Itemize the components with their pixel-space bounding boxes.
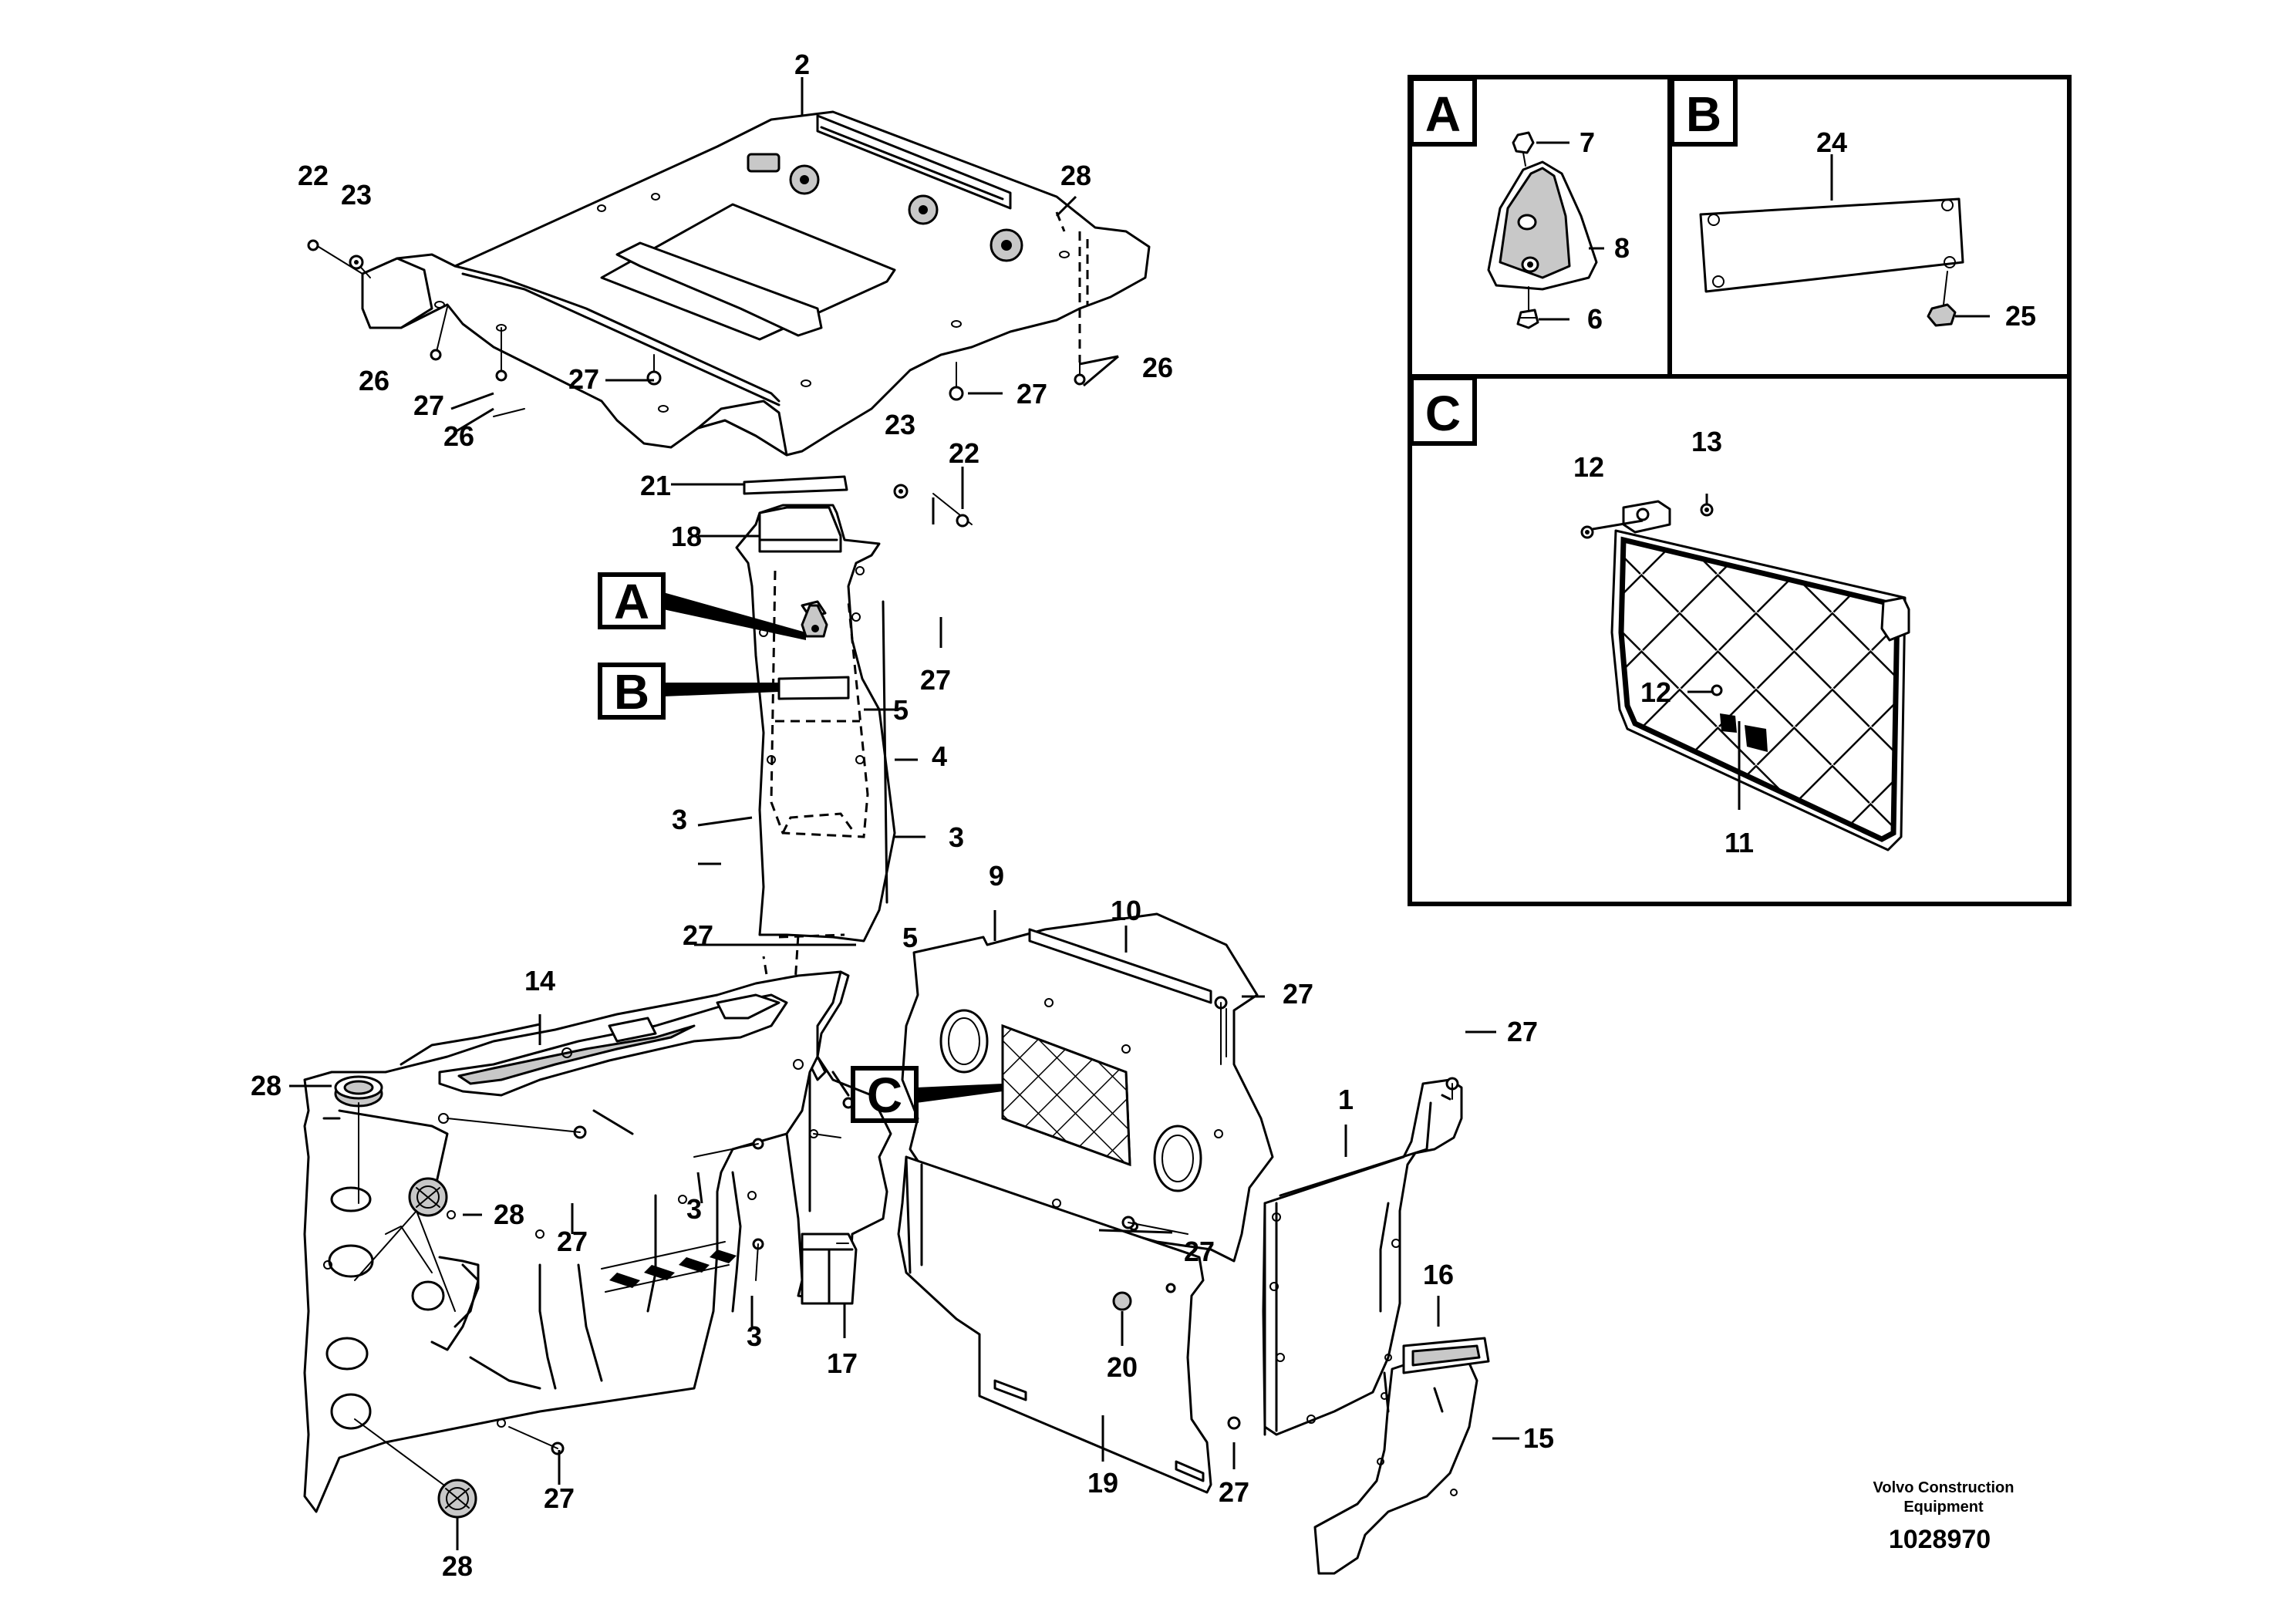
label-5: 5 xyxy=(893,694,909,726)
label-16: 16 xyxy=(1423,1259,1454,1290)
label-27: 27 xyxy=(1017,378,1047,410)
label-19: 19 xyxy=(1087,1467,1118,1499)
label-23: 23 xyxy=(885,409,915,440)
callout-a: A xyxy=(598,572,806,640)
label-28: 28 xyxy=(1060,160,1091,191)
label-3: 3 xyxy=(686,1193,702,1225)
label-23: 23 xyxy=(341,179,372,211)
label-21: 21 xyxy=(640,470,671,501)
label-3: 3 xyxy=(949,821,964,853)
label-27: 27 xyxy=(1184,1236,1215,1267)
footer-brand: Volvo Construction Equipment 1028970 xyxy=(1873,1479,2014,1554)
lower-panel xyxy=(897,1155,1212,1494)
left-side-panel xyxy=(303,970,842,1513)
callout-b: B xyxy=(598,663,779,720)
label-28: 28 xyxy=(442,1550,473,1582)
detail-c: C xyxy=(1409,376,1910,851)
lower-right-duct xyxy=(1313,1337,1490,1575)
roof-liner xyxy=(312,110,1151,525)
label-22: 22 xyxy=(949,437,979,469)
detail-a: A xyxy=(1409,76,1604,329)
label-27: 27 xyxy=(544,1482,575,1514)
label-26: 26 xyxy=(443,420,474,452)
label-28: 28 xyxy=(251,1070,282,1101)
label-27: 27 xyxy=(413,389,444,421)
callout-c: C xyxy=(851,1066,1003,1123)
label-13: 13 xyxy=(1691,426,1722,457)
label-12: 12 xyxy=(1573,451,1604,483)
right-pillar-trim xyxy=(1262,1078,1463,1436)
footer-line-1: Volvo Construction xyxy=(1873,1479,2014,1496)
label-6: 6 xyxy=(1587,303,1603,335)
label-28: 28 xyxy=(494,1199,524,1230)
part-numbers: 2 22 23 28 26 27 26 27 27 26 23 22 21 18… xyxy=(251,49,2036,1582)
detail-b-letter: B xyxy=(1686,86,1721,142)
label-18: 18 xyxy=(671,521,702,552)
label-11: 11 xyxy=(1725,827,1754,858)
label-9: 9 xyxy=(989,860,1004,892)
label-5: 5 xyxy=(902,922,918,953)
knob-28 xyxy=(334,1075,477,1519)
label-14: 14 xyxy=(524,965,555,996)
label-27: 27 xyxy=(557,1226,588,1257)
label-27: 27 xyxy=(1219,1476,1249,1508)
right-screws xyxy=(1121,996,1459,1430)
callout-c-letter: C xyxy=(867,1067,902,1123)
roof-vent-knob xyxy=(747,153,1023,262)
label-20: 20 xyxy=(1107,1351,1138,1383)
label-26: 26 xyxy=(1142,352,1173,383)
detail-b: B xyxy=(1670,76,1990,327)
label-7: 7 xyxy=(1580,126,1595,158)
label-27: 27 xyxy=(683,919,713,951)
label-22: 22 xyxy=(298,160,329,191)
label-10: 10 xyxy=(1111,895,1141,926)
callout-a-letter: A xyxy=(614,574,649,629)
roof-screws xyxy=(307,239,1086,528)
label-27: 27 xyxy=(920,664,951,696)
back-wall-panel xyxy=(901,912,1274,1263)
label-12: 12 xyxy=(1640,676,1671,708)
label-25: 25 xyxy=(2005,300,2036,332)
label-3: 3 xyxy=(747,1320,762,1352)
label-27: 27 xyxy=(568,363,599,395)
label-17: 17 xyxy=(827,1347,858,1379)
label-8: 8 xyxy=(1614,232,1630,264)
detail-a-letter: A xyxy=(1425,86,1461,142)
footer-code: 1028970 xyxy=(1889,1525,1991,1554)
label-4: 4 xyxy=(932,740,947,772)
callout-b-letter: B xyxy=(614,664,649,720)
label-1: 1 xyxy=(1338,1084,1354,1115)
label-27: 27 xyxy=(1507,1016,1538,1047)
footer-line-2: Equipment xyxy=(1903,1499,1984,1516)
label-26: 26 xyxy=(359,365,389,396)
detail-c-letter: C xyxy=(1425,386,1461,441)
label-24: 24 xyxy=(1816,126,1847,158)
leader-lines xyxy=(289,77,1519,1550)
label-3: 3 xyxy=(672,804,687,835)
left-panel-screws xyxy=(447,1097,855,1455)
label-15: 15 xyxy=(1523,1422,1554,1454)
label-2: 2 xyxy=(794,49,810,80)
label-27: 27 xyxy=(1283,978,1313,1010)
